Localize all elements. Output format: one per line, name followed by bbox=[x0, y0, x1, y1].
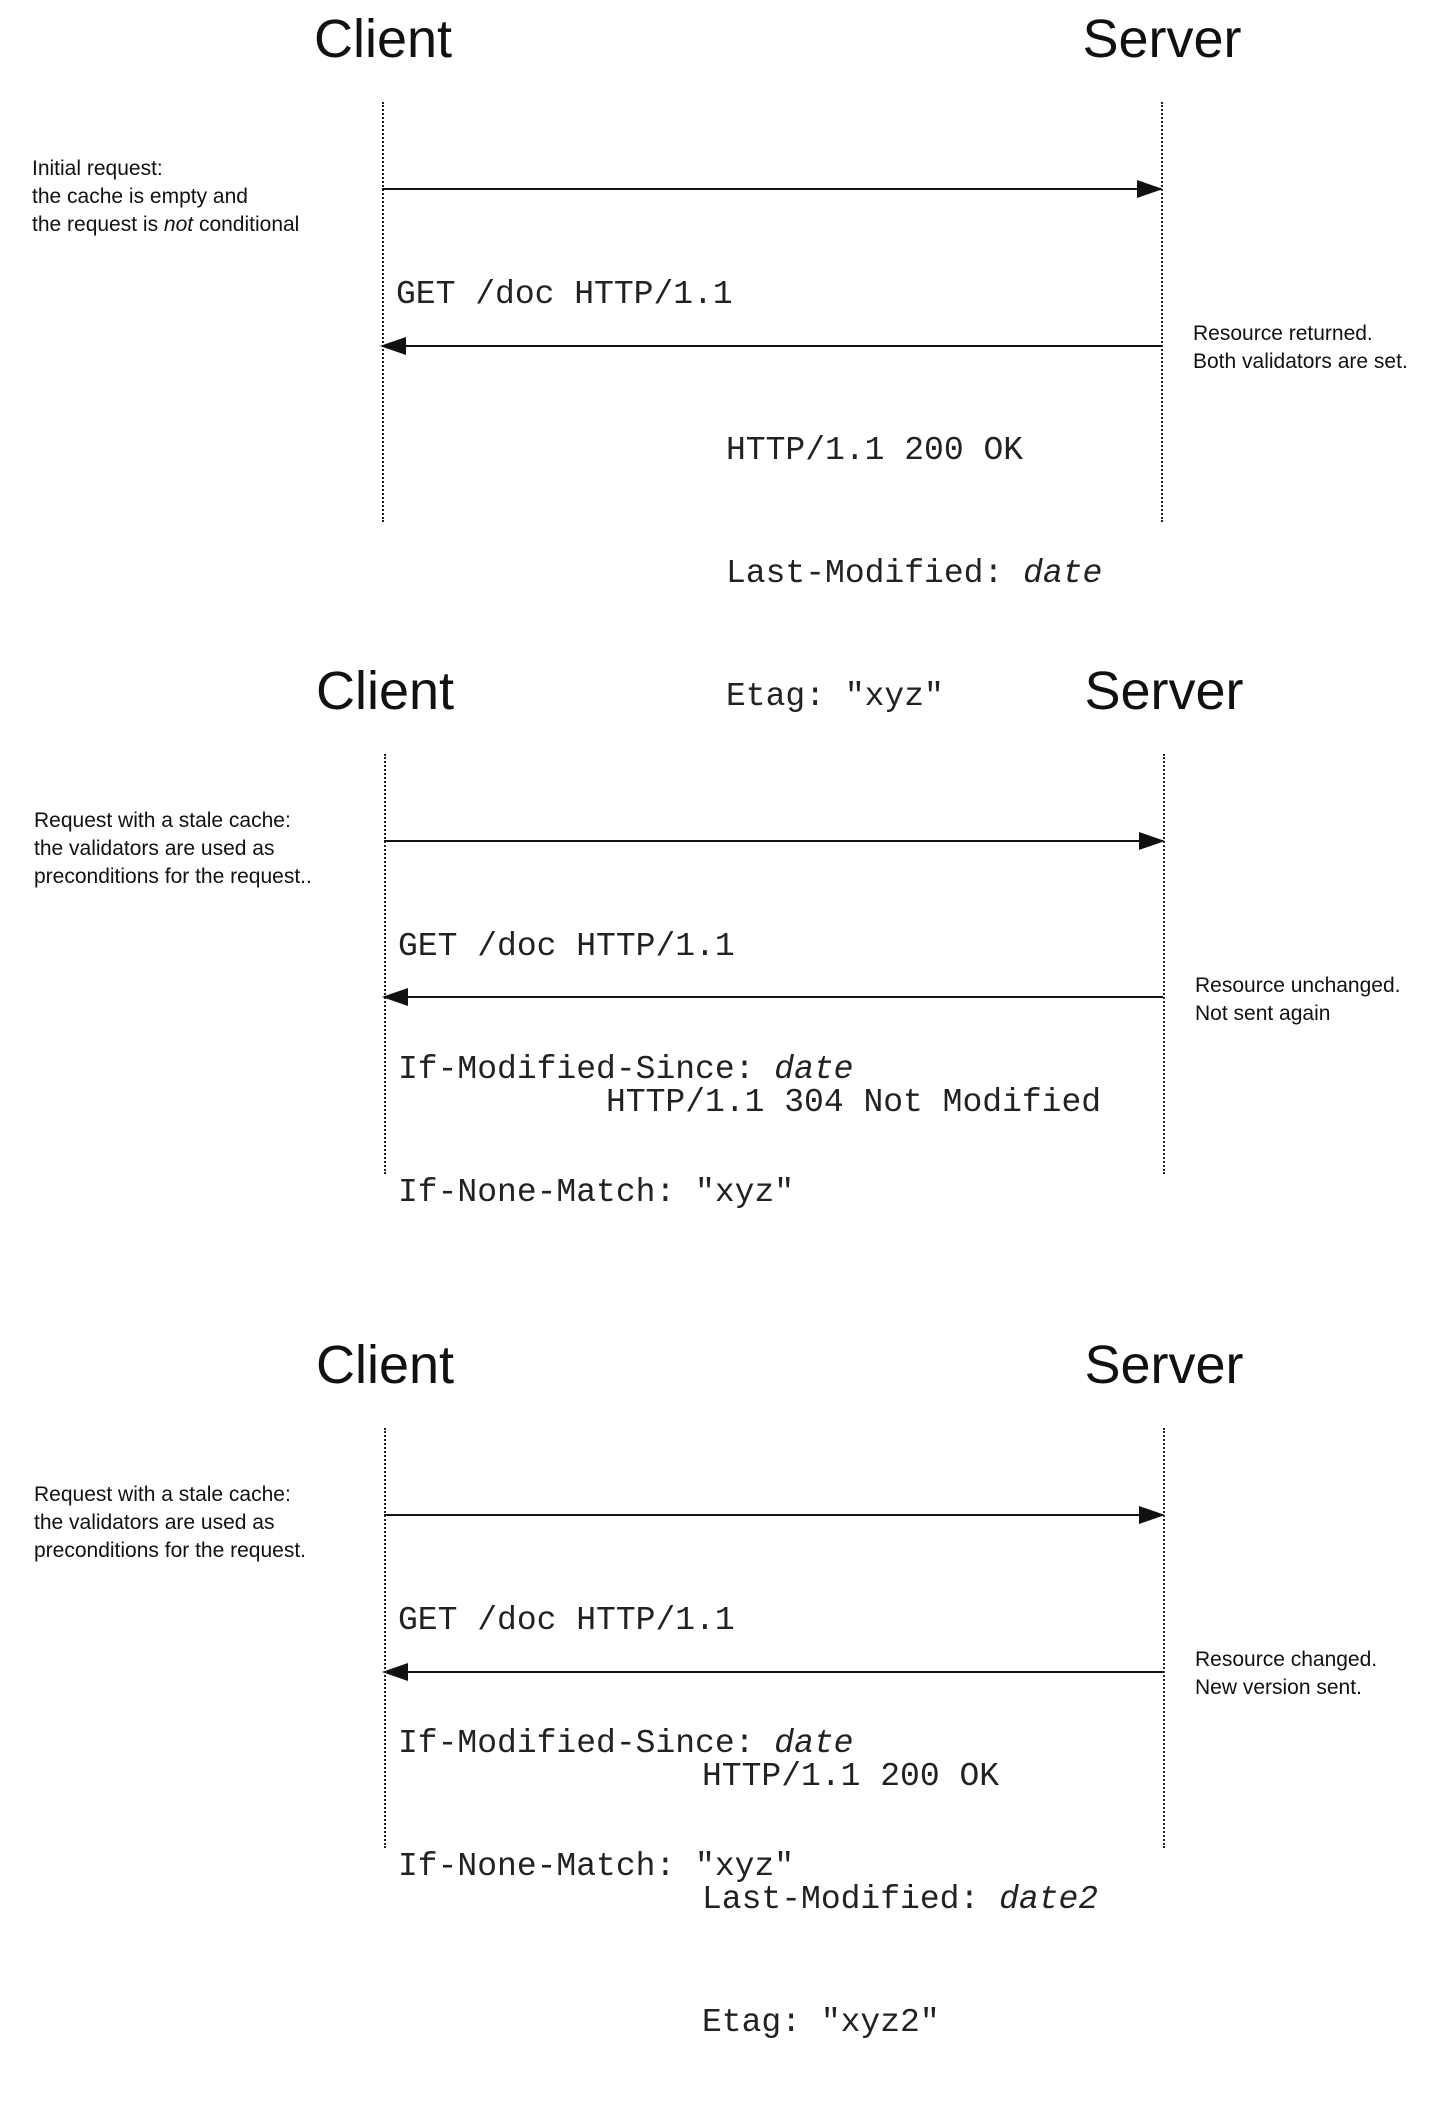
server-actor-label: Server bbox=[1084, 1335, 1244, 1395]
client-lifeline bbox=[384, 1428, 386, 1848]
response-arrow bbox=[382, 988, 1163, 1006]
client-actor-label: Client bbox=[313, 9, 453, 69]
response-arrow bbox=[380, 337, 1161, 355]
request-message: GET /doc HTTP/1.1 If-Modified-Since: dat… bbox=[398, 928, 854, 1211]
sequence-diagram-not-modified: Client Server Request with a stale cache… bbox=[0, 652, 1456, 1211]
request-arrow bbox=[382, 180, 1163, 198]
response-arrow bbox=[382, 1663, 1163, 1681]
server-actor-label: Server bbox=[1082, 9, 1242, 69]
client-note: Request with a stale cache: the validato… bbox=[34, 1483, 306, 1562]
client-actor-label: Client bbox=[315, 661, 455, 721]
client-actor-label: Client bbox=[315, 1335, 455, 1395]
sequence-diagram-initial-request: Client Server Initial request: the cache… bbox=[0, 0, 1456, 715]
request-message: GET /doc HTTP/1.1 bbox=[396, 276, 733, 313]
server-lifeline bbox=[1161, 102, 1163, 522]
server-lifeline bbox=[1163, 754, 1165, 1174]
client-lifeline bbox=[382, 102, 384, 522]
client-note: Request with a stale cache: the validato… bbox=[34, 809, 312, 888]
server-note: Resource changed. New version sent. bbox=[1195, 1648, 1378, 1699]
server-note: Resource unchanged. Not sent again bbox=[1195, 974, 1401, 1025]
server-note: Resource returned. Both validators are s… bbox=[1193, 322, 1408, 373]
response-message: HTTP/1.1 200 OK Last-Modified: date2 Eta… bbox=[702, 1758, 1099, 2041]
client-lifeline bbox=[384, 754, 386, 1174]
server-lifeline bbox=[1163, 1428, 1165, 1848]
response-message: HTTP/1.1 304 Not Modified bbox=[606, 1084, 1102, 1121]
response-message: HTTP/1.1 200 OK Last-Modified: date Etag… bbox=[726, 432, 1103, 715]
request-arrow bbox=[384, 1506, 1165, 1524]
server-actor-label: Server bbox=[1084, 661, 1244, 721]
request-arrow bbox=[384, 832, 1165, 850]
sequence-diagram-modified: Client Server Request with a stale cache… bbox=[0, 1326, 1456, 2041]
client-note: Initial request: the cache is empty and … bbox=[32, 157, 300, 236]
